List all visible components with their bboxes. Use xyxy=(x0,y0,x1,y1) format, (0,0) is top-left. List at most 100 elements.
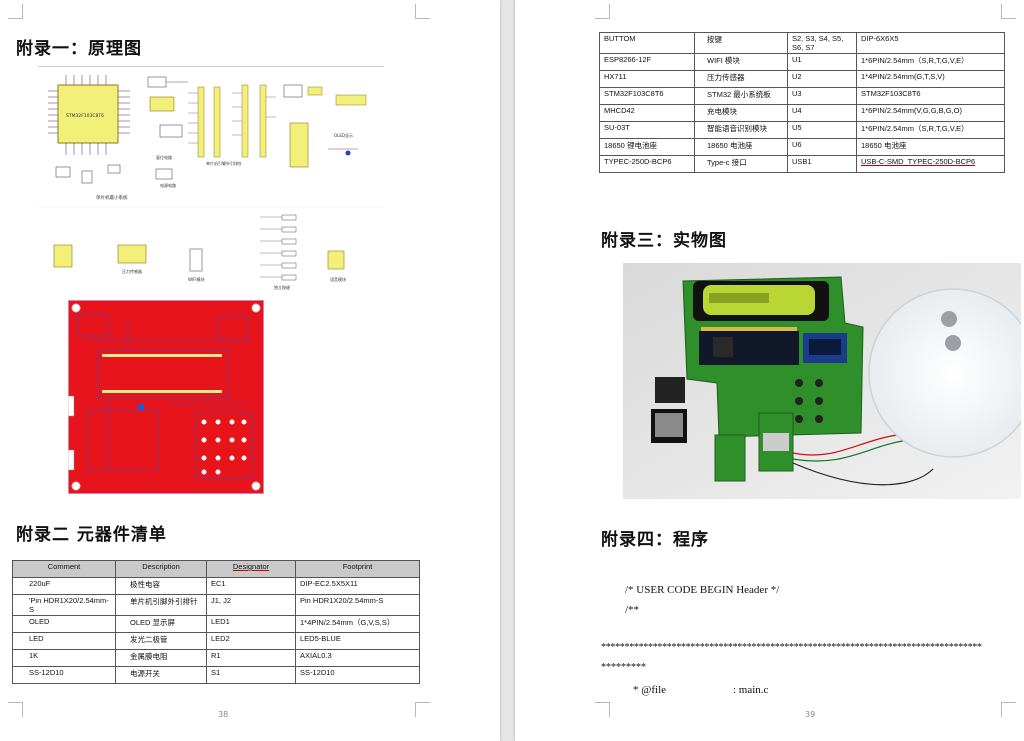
document-page-38: 附录一：原理图 STM32F103C8T6 单 xyxy=(0,0,500,741)
crop-mark xyxy=(8,4,23,19)
cell-description: Type-c 接口 xyxy=(694,155,788,173)
device-photo-drawing xyxy=(623,263,1024,499)
table-row: 1K 金属膜电阻 R1 AXIAL0.3 xyxy=(12,649,420,667)
crop-mark xyxy=(8,702,23,717)
appendix-3-heading: 附录三：实物图 xyxy=(601,231,727,251)
caption-oled: OLED显示 xyxy=(334,133,353,138)
cell-designator: U5 xyxy=(787,121,857,139)
cell-comment: HX711 xyxy=(599,70,695,88)
cell-footprint: AXIAL0.3 xyxy=(295,649,420,667)
cell-comment: STM32F103C8T6 xyxy=(599,87,695,105)
crop-mark xyxy=(595,4,610,19)
code-line: ********* xyxy=(601,662,646,673)
code-line: * @file xyxy=(633,684,667,696)
caption-power: 电源电路 xyxy=(160,182,176,188)
cell-comment: OLED xyxy=(12,615,116,633)
cell-comment: 220uF xyxy=(12,577,116,595)
cell-designator: U6 xyxy=(787,138,857,156)
cell-description: WIFI 模块 xyxy=(694,53,788,71)
table-row: SU-03T 智能语音识别模块 U5 1*6PIN/2.54mm（S,R,T,G… xyxy=(599,121,1005,139)
appendix-1-heading: 附录一：原理图 xyxy=(16,39,142,59)
appendix-2-heading: 附录二 元器件清单 xyxy=(16,525,167,545)
crop-mark xyxy=(415,4,430,19)
cell-designator: U2 xyxy=(787,70,857,88)
table-row: OLED OLED 显示屏 LED1 1*4PIN/2.54mm（G,V,S,S… xyxy=(12,615,420,633)
schematic-figure: STM32F103C8T6 单片机最小系统 复位电路 电源电路 xyxy=(38,66,384,293)
code-line: : main.c xyxy=(733,684,769,696)
cell-footprint: 1*6PIN/2.54mm（S,R,T,G,V,E） xyxy=(856,53,1005,71)
cell-designator: S2, S3, S4, S5, S6, S7 xyxy=(787,32,857,54)
bom-table: Comment Description Designator Footprint… xyxy=(12,560,420,684)
cell-footprint: LED5-BLUE xyxy=(295,632,420,650)
page-number: 38 xyxy=(218,710,229,719)
cell-designator: U4 xyxy=(787,104,857,122)
caption-min-system: 单片机最小系统 xyxy=(96,194,128,201)
caption-wifi: WIFI模块 xyxy=(188,276,205,282)
cell-designator: J1, J2 xyxy=(206,594,296,616)
cell-footprint: 1*4PIN/2.54mm（G,V,S,S） xyxy=(295,615,420,633)
code-line: /* USER CODE BEGIN Header */ xyxy=(625,584,780,596)
cell-designator: R1 xyxy=(206,649,296,667)
cell-comment: MHCD42 xyxy=(599,104,695,122)
caption-voice: 语音模块 xyxy=(330,276,346,282)
table-row: ESP8266-12F WIFI 模块 U1 1*6PIN/2.54mm（S,R… xyxy=(599,53,1005,71)
cell-footprint: USB-C-SMD_TYPEC-250D-BCP6 xyxy=(856,155,1005,173)
cell-footprint: STM32F103C8T6 xyxy=(856,87,1005,105)
cell-footprint: Pin HDR1X20/2.54mm-S xyxy=(295,594,420,616)
cell-comment: TYPEC-250D-BCP6 xyxy=(599,155,695,173)
caption-header: 单片机引脚外引排针 xyxy=(206,160,242,166)
cell-comment: SU-03T xyxy=(599,121,695,139)
table-row: BUTTOM 按键 S2, S3, S4, S5, S6, S7 DIP-6X6… xyxy=(599,32,1005,54)
pcb-layout-figure xyxy=(67,299,265,495)
table-row: TYPEC-250D-BCP6 Type-c 接口 USB1 USB-C-SMD… xyxy=(599,155,1005,173)
cell-designator: EC1 xyxy=(206,577,296,595)
table-row: MHCD42 充电模块 U4 1*6PIN/2.54mm(V,G,G,B,G,O… xyxy=(599,104,1005,122)
cell-description: 极性电容 xyxy=(115,577,207,595)
code-line: /** xyxy=(625,604,640,616)
cell-designator: U1 xyxy=(787,53,857,71)
cell-designator: USB1 xyxy=(787,155,857,173)
table-row: LED 发光二极管 LED2 LED5-BLUE xyxy=(12,632,420,650)
bom-header-description: Description xyxy=(115,560,207,578)
cell-description: 发光二极管 xyxy=(115,632,207,650)
document-page-39: BUTTOM 按键 S2, S3, S4, S5, S6, S7 DIP-6X6… xyxy=(515,0,1024,741)
cell-footprint: 1*4PIN/2.54mm(G,T,S,V) xyxy=(856,70,1005,88)
table-row: 18650 锂电池座 18650 电池座 U6 18650 电池座 xyxy=(599,138,1005,156)
cell-description: 充电模块 xyxy=(694,104,788,122)
table-row: HX711 压力传感器 U2 1*4PIN/2.54mm(G,T,S,V) xyxy=(599,70,1005,88)
caption-weight: 压力传感器 xyxy=(122,268,142,274)
cell-footprint: DIP-6X6X5 xyxy=(856,32,1005,54)
cell-comment: 18650 锂电池座 xyxy=(599,138,695,156)
crop-mark xyxy=(415,702,430,717)
cell-description: 智能语音识别模块 xyxy=(694,121,788,139)
schematic-drawing: STM32F103C8T6 单片机最小系统 复位电路 电源电路 xyxy=(38,67,384,293)
cell-description: 按键 xyxy=(694,32,788,54)
caption-buttons: 独立按键 xyxy=(274,284,290,290)
cell-designator: U3 xyxy=(787,87,857,105)
cell-designator: S1 xyxy=(206,666,296,684)
cell-description: 金属膜电阻 xyxy=(115,649,207,667)
table-row: STM32F103C8T6 STM32 最小系统板 U3 STM32F103C8… xyxy=(599,87,1005,105)
cell-comment: 'Pin HDR1X20/2.54mm-S xyxy=(12,594,116,616)
bom-header-row: Comment Description Designator Footprint xyxy=(12,560,420,578)
code-line: ****************************************… xyxy=(601,642,982,653)
cell-designator: LED1 xyxy=(206,615,296,633)
cell-footprint: 1*6PIN/2.54mm（S,R,T,G,V,E） xyxy=(856,121,1005,139)
bom-header-footprint: Footprint xyxy=(295,560,420,578)
cell-description: OLED 显示屏 xyxy=(115,615,207,633)
crop-mark xyxy=(1001,4,1016,19)
cell-footprint: DIP-EC2.5X5X11 xyxy=(295,577,420,595)
page-number: 39 xyxy=(805,710,816,719)
cell-description: 18650 电池座 xyxy=(694,138,788,156)
bom-table-continued: BUTTOM 按键 S2, S3, S4, S5, S6, S7 DIP-6X6… xyxy=(599,32,1005,173)
table-row: 'Pin HDR1X20/2.54mm-S 单片机引脚外引排针 J1, J2 P… xyxy=(12,594,420,616)
table-row: 220uF 极性电容 EC1 DIP-EC2.5X5X11 xyxy=(12,577,420,595)
mcu-label: STM32F103C8T6 xyxy=(66,113,104,119)
bom-header-comment: Comment xyxy=(12,560,116,578)
cell-comment: ESP8266-12F xyxy=(599,53,695,71)
appendix-4-heading: 附录四：程序 xyxy=(601,530,709,550)
crop-mark xyxy=(595,702,610,717)
table-row: SS-12D10 电源开关 S1 SS-12D10 xyxy=(12,666,420,684)
pcb-drawing xyxy=(67,299,265,495)
cell-designator: LED2 xyxy=(206,632,296,650)
